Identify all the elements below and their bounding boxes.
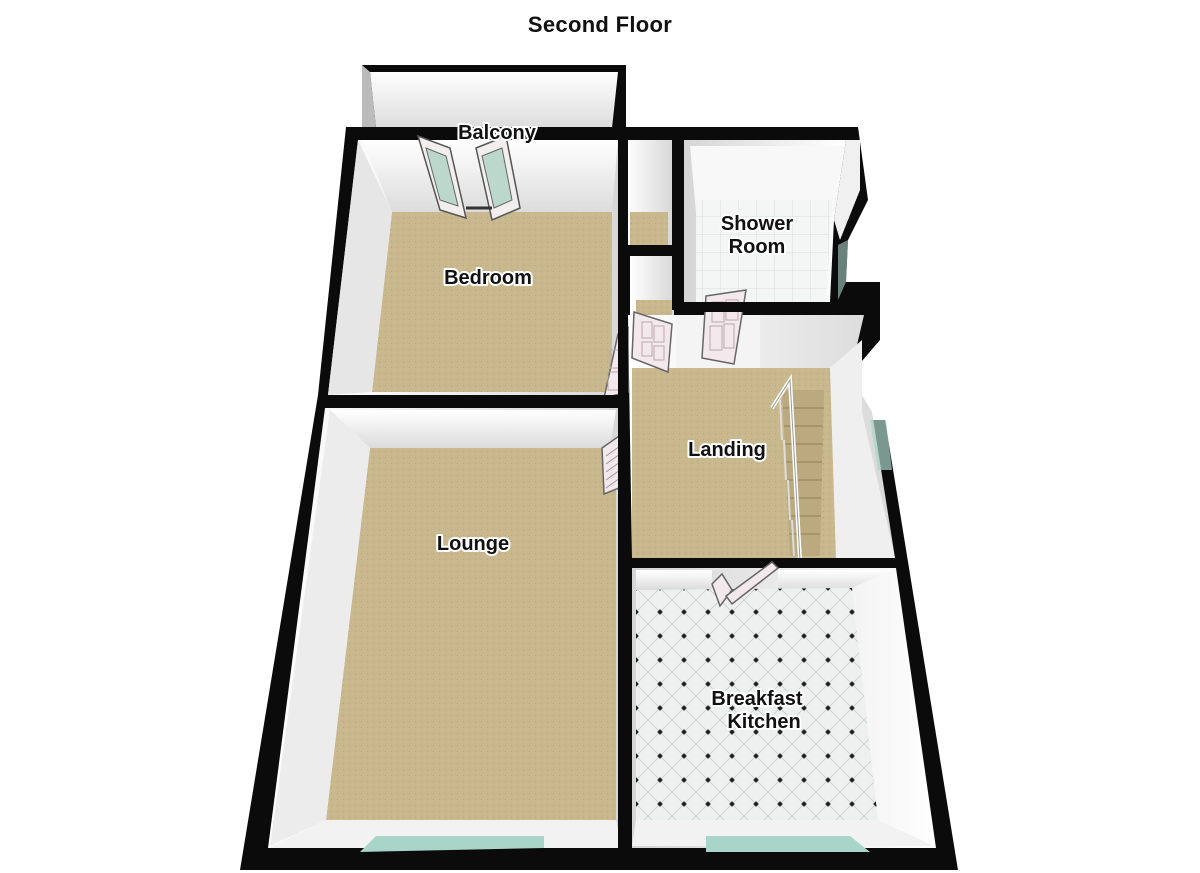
cupboard-lower	[630, 256, 674, 315]
label-landing: Landing	[688, 439, 766, 461]
shower-room	[684, 140, 860, 302]
label-shower-line1: Shower	[721, 213, 793, 235]
window-icon-kitchen	[706, 836, 870, 852]
interior-wall	[318, 140, 896, 848]
door-icon-kitchen	[711, 561, 780, 608]
label-shower-line2: Room	[729, 236, 786, 258]
kitchen-room	[632, 568, 936, 848]
window-icon-landing	[870, 420, 892, 470]
window-icon-lounge	[360, 836, 544, 852]
bedroom-room	[328, 140, 618, 395]
balcony-area	[362, 65, 626, 130]
lounge-room	[268, 408, 622, 848]
french-door-icon	[416, 134, 521, 222]
label-bedroom: Bedroom	[444, 267, 532, 289]
label-kitchen-line1: Breakfast	[711, 688, 803, 710]
label-lounge: Lounge	[437, 533, 509, 555]
label-balcony: Balcony	[458, 122, 537, 144]
label-kitchen-line2: Kitchen	[727, 711, 800, 733]
staircase-icon	[770, 373, 824, 561]
cupboard-upper	[626, 140, 672, 245]
floor-title: Second Floor	[527, 12, 673, 37]
door-icon-cupboard	[631, 310, 673, 374]
